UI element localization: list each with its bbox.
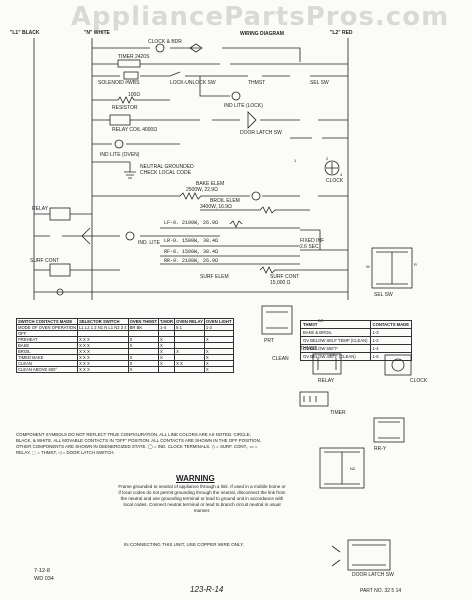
handwritten-part-code: 123-R-14 — [190, 585, 224, 594]
clock-motor-label: CLOCK — [326, 178, 344, 184]
switch-table-cell: MODE OF OVEN OPERATION — [15, 324, 79, 331]
clean-label: CLEAN — [272, 356, 289, 362]
contacts-table-cell: BAKE & BROIL — [300, 328, 371, 337]
surf-cont-label-2: SURF CONT — [270, 274, 300, 280]
label-l1: "L1" BLACK — [10, 30, 40, 36]
switch-table-cell: OVEN LIGHT — [203, 318, 234, 325]
rr-rating: RR-0. 2100W, 26.9Ω — [164, 258, 219, 264]
resistor-label: RESISTOR — [112, 105, 138, 111]
clock-component-label: CLOCK — [410, 378, 428, 384]
svg-text:1: 1 — [294, 158, 297, 163]
switch-table-cell: L1 L2 1 2 N1 N L1 N2 3 4 — [77, 324, 129, 331]
surf-cont-ohms: 15,000 Ω — [270, 280, 291, 286]
svg-text:W: W — [366, 264, 370, 269]
label-neutral: "N" WHITE — [84, 30, 110, 36]
contacts-table-cell: 1-2 — [369, 336, 413, 345]
contacts-table-cell: 1-4 — [369, 344, 413, 353]
part-number: PART NO. 32 5 14 — [360, 588, 402, 594]
door-latch-component-label: DOOR LATCH SW — [352, 572, 394, 578]
switch-table-cell: T.MOR — [158, 318, 176, 325]
rf-rating: RF-0. 1500W, 38.4Ω — [164, 249, 219, 255]
switch-table-cell: OVEN RELAY — [174, 318, 205, 325]
relay-label: RELAY — [32, 206, 49, 212]
ind-lite-lock-label: IND LITE (LOCK) — [224, 103, 263, 109]
lr-rating: LR-0. 1500W, 38.4Ω — [164, 238, 219, 244]
prt-label: PRT — [264, 338, 274, 344]
timer-label: TIMER 2420S — [118, 54, 150, 60]
ind-lite-label: IND. LITE — [138, 240, 160, 246]
contacts-table-cell: 1-3 — [369, 328, 413, 337]
surf-elem-label: SURF ELEM — [200, 274, 229, 280]
copper-wire-note: IN CONNECTING THIS UNIT, USE COPPER WIRE… — [124, 542, 244, 547]
sel-sw-component-label: SEL SW — [374, 292, 393, 298]
surf-cont-label: SURF CONT — [30, 258, 60, 264]
contacts-table-row: OV BELOW SELF TEMP (CLEAN)1-2 — [300, 336, 413, 345]
ground-note-1: NEUTRAL GROUNDED — [140, 164, 194, 170]
switch-table-cell — [158, 366, 176, 373]
contacts-table-cell: CONTACTS MADE — [369, 320, 413, 329]
svg-text:R: R — [414, 262, 417, 267]
thmst-label: THMST — [248, 80, 266, 86]
svg-text:2: 2 — [326, 156, 329, 161]
clock-bdr-label: CLOCK & BDR — [148, 39, 182, 45]
footer-code-2: WD 034 — [34, 576, 54, 582]
label-l2: "L2" RED — [330, 30, 353, 36]
door-latch-label: DOOR LATCH SW — [240, 130, 282, 136]
relay-coil-label: RELAY COIL 4000Ω — [112, 127, 158, 133]
thmst-component-label: THMST — [300, 346, 318, 352]
timer-component-label: TIMER — [330, 410, 346, 416]
fixed-inf-label: FIXED INF — [300, 238, 325, 244]
diagram-title: WIRING DIAGRAM — [240, 31, 284, 37]
switch-table-cell: CLEAN ABOVE 600° — [15, 366, 79, 373]
switch-table-cell: X X X — [77, 366, 129, 373]
lock-unlock-label: LOCK-UNLOCK SW — [170, 80, 216, 86]
lf-rating: LF-0. 2100W, 26.9Ω — [164, 220, 219, 226]
watermark: AppliancePartsPros.com — [70, 2, 450, 32]
switch-table-cell: OVEN THMST — [127, 318, 160, 325]
switch-table-cell: SWITCH CONTACTS MADE — [15, 318, 79, 325]
switch-table-cell: X — [127, 366, 160, 373]
bake-rating-label: 2500W, 22.9Ω — [186, 187, 218, 193]
warning-title: WARNING — [176, 474, 215, 483]
svg-text:N2: N2 — [350, 466, 356, 471]
broil-rating-label: 3400W, 16.9Ω — [200, 204, 232, 210]
contacts-table-cell: OV BELOW SELF TEMP (CLEAN) — [300, 336, 371, 345]
ground-note-2: CHECK LOCAL CODE — [140, 170, 191, 176]
broil-elem-label: BROIL ELEM — [210, 198, 240, 204]
bake-elem-label: BAKE ELEM — [196, 181, 225, 187]
contacts-table-cell: 1-5 — [369, 352, 413, 361]
switch-table-cell — [174, 366, 205, 373]
sel-sw-label: SEL SW — [310, 80, 329, 86]
component-symbols-note: COMPONENT SYMBOLS DO NOT REFLECT TRUE CO… — [16, 432, 261, 455]
contacts-table-cell: THMST — [300, 320, 371, 329]
footer-code-1: 7-12-8 — [34, 568, 50, 574]
relay-component-label: RELAY — [318, 378, 335, 384]
svg-text:4: 4 — [340, 172, 343, 177]
solenoid-label: SOLENOID #WBS — [98, 80, 140, 86]
ohm-label: 100Ω — [128, 92, 141, 98]
contacts-table-cell: OV BELOW 400°F (CLEAN) — [300, 352, 371, 361]
ind-lite-oven-label: IND LITE (OVEN) — [100, 152, 140, 158]
fixed-inf-value: 2.6 SEC — [300, 244, 319, 250]
contacts-table-row: OV BELOW 400°F (CLEAN)1-5 — [300, 352, 413, 361]
switch-table-cell: X — [203, 366, 234, 373]
warning-text: Frame grounded to neutral of appliance t… — [118, 484, 286, 513]
rr-y-label: RR-Y — [374, 446, 387, 452]
